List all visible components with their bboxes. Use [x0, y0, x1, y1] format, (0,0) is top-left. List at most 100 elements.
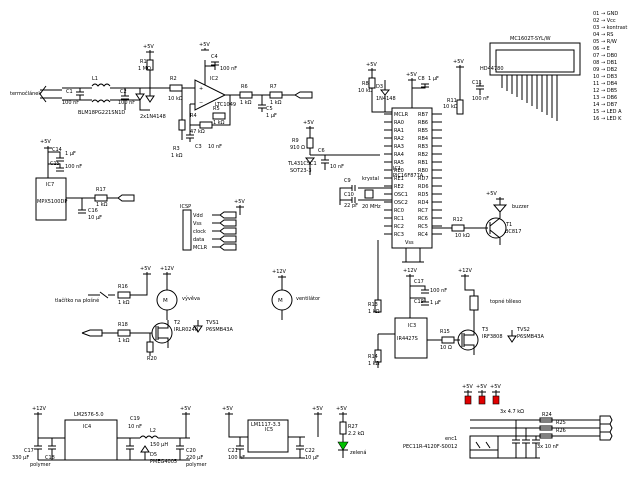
- led-label: zelená: [350, 449, 366, 456]
- L1-value: BLM18PG221SN1D: [78, 110, 125, 116]
- resistor-R4: [199, 121, 213, 129]
- R24-label: R24: [542, 412, 552, 418]
- icsp-header[interactable]: [182, 209, 192, 251]
- C5-value: 1 μF: [266, 113, 277, 119]
- plus5-label-led: +5V: [336, 406, 347, 412]
- icsp-pin-clock: clock: [193, 229, 206, 235]
- resistor-R2: [169, 84, 183, 92]
- R16-value: 1 kΩ: [118, 300, 130, 306]
- capacitor-C11: [476, 80, 484, 95]
- R12-label: R12: [453, 217, 463, 223]
- lcd-module[interactable]: [489, 42, 581, 76]
- R16-label: R16: [118, 284, 128, 290]
- R17-label: R17: [96, 187, 106, 193]
- led-indicator: +5V R27 2.2 kΩ zelená: [336, 406, 366, 458]
- lcd-pin-1: 01 → GND: [593, 11, 618, 17]
- C4-value: 100 nF: [220, 66, 237, 72]
- C19b-label: C19: [130, 416, 140, 422]
- plus5-label-icsp: +5V: [234, 199, 245, 205]
- pic-pin-osc1: OSC1: [394, 192, 408, 198]
- tvs-diode-TVS2: [507, 330, 517, 343]
- T2-label: T2: [173, 320, 180, 326]
- IC1-value: PIC16F877A: [393, 173, 424, 179]
- lcd-controller: HD44780: [480, 66, 504, 72]
- R1-value: 1 MΩ: [138, 66, 151, 72]
- C1-label: C1: [66, 89, 73, 95]
- C10-label: C10: [344, 192, 354, 198]
- capacitor-C10: [340, 197, 356, 203]
- TVS2-value: P6SMB43A: [517, 334, 544, 340]
- R5-value: 1 kΩ: [213, 120, 225, 126]
- C1-value: 100 nF: [62, 100, 79, 106]
- T1-label: T1: [505, 222, 512, 228]
- C15-value: 100 nF: [65, 164, 82, 170]
- R6-value: 1 kΩ: [240, 100, 252, 106]
- encoder-body[interactable]: [469, 435, 499, 459]
- plus5-label-btn: +5V: [140, 266, 151, 272]
- mosfet-T3: [457, 329, 479, 351]
- R3-label: R3: [173, 146, 180, 152]
- capacitor-C17b: [410, 285, 429, 294]
- C19-value: 1 μF: [430, 300, 441, 306]
- heater-label: topné těleso: [490, 298, 521, 305]
- plus12-label-drv: +12V: [403, 268, 418, 274]
- R11-value: 10 kΩ: [443, 104, 458, 110]
- resistor-R16: [117, 291, 131, 299]
- pic-pin-ra1: RA1: [394, 128, 404, 134]
- encoder-plus5-0: +5V: [462, 384, 473, 390]
- R4-label: R4: [190, 113, 197, 119]
- capacitor-C1: [76, 88, 84, 100]
- pump-stage: +5V +12V tlačítko na plošné R16 1 kΩ M v…: [55, 266, 321, 362]
- plus12-label-pump: +12V: [160, 266, 175, 272]
- D5-value: PMEG4005: [150, 459, 177, 465]
- capacitor-C3: [186, 125, 194, 142]
- capacitor-C21: [236, 437, 244, 458]
- polymer-label-2: polymer: [30, 462, 52, 468]
- pic-pin-rc6: RC6: [418, 216, 428, 222]
- encoder-pullup-marker: [492, 395, 500, 405]
- IC4-label: IC4: [83, 424, 91, 430]
- plus5-label-vref: +5V: [303, 120, 314, 126]
- lcd-pin-6: 06 → E: [593, 46, 610, 52]
- inductor-L1: [91, 83, 111, 87]
- encoder-plus5-2: +5V: [490, 384, 501, 390]
- capacitor-C9: [339, 185, 356, 205]
- R11-label: R11: [447, 98, 457, 104]
- potentiometer-R11[interactable]: [456, 99, 464, 115]
- R18-value: 1 kΩ: [118, 338, 130, 344]
- encoder-plus5-1: +5V: [476, 384, 487, 390]
- C16-value: 10 μF: [88, 215, 102, 221]
- thermocouple-input: termočlánek L1 BLM18PG221SN1D C1 100 nF …: [10, 44, 195, 159]
- C17-label: C17: [24, 448, 34, 454]
- opamp-minus: −: [199, 100, 203, 106]
- IC7-label: IC7: [46, 182, 54, 188]
- C4-label: C4: [211, 54, 218, 60]
- encoder-supply-wire: [492, 390, 500, 396]
- IC1-label: IC1: [393, 166, 401, 172]
- resistor-R25: [539, 425, 553, 431]
- C21-value: 100 nF: [228, 455, 245, 461]
- IC4-value: LM2576-5.0: [74, 412, 104, 418]
- lcd-pin-7: 07 → DB0: [593, 53, 617, 59]
- pic-pin-rc5: RC5: [418, 224, 428, 230]
- plus5-label: +5V: [143, 44, 154, 50]
- pic-pin-rc1: RC1: [394, 216, 404, 222]
- R15-label: R15: [440, 329, 450, 335]
- capacitor-C15: [48, 163, 64, 172]
- C5-label: C5: [266, 106, 273, 112]
- icsp-pin-data: data: [193, 237, 204, 243]
- IC2-label: IC2: [210, 76, 218, 82]
- plus5-label-pic: +5V: [406, 72, 417, 78]
- encoder-label: enc1: [445, 436, 457, 442]
- R8-value: 10 kΩ: [358, 88, 373, 94]
- T1-value: BC817: [505, 229, 521, 235]
- R26-label: R26: [556, 428, 566, 434]
- L2-label: L2: [150, 428, 156, 434]
- D5-label: D5: [150, 452, 157, 458]
- push-button[interactable]: [88, 291, 115, 299]
- icsp-pin-vdd: Vdd: [193, 213, 203, 219]
- capacitor-C5: [258, 95, 266, 112]
- icsp-pin-vss: Vss: [193, 221, 202, 227]
